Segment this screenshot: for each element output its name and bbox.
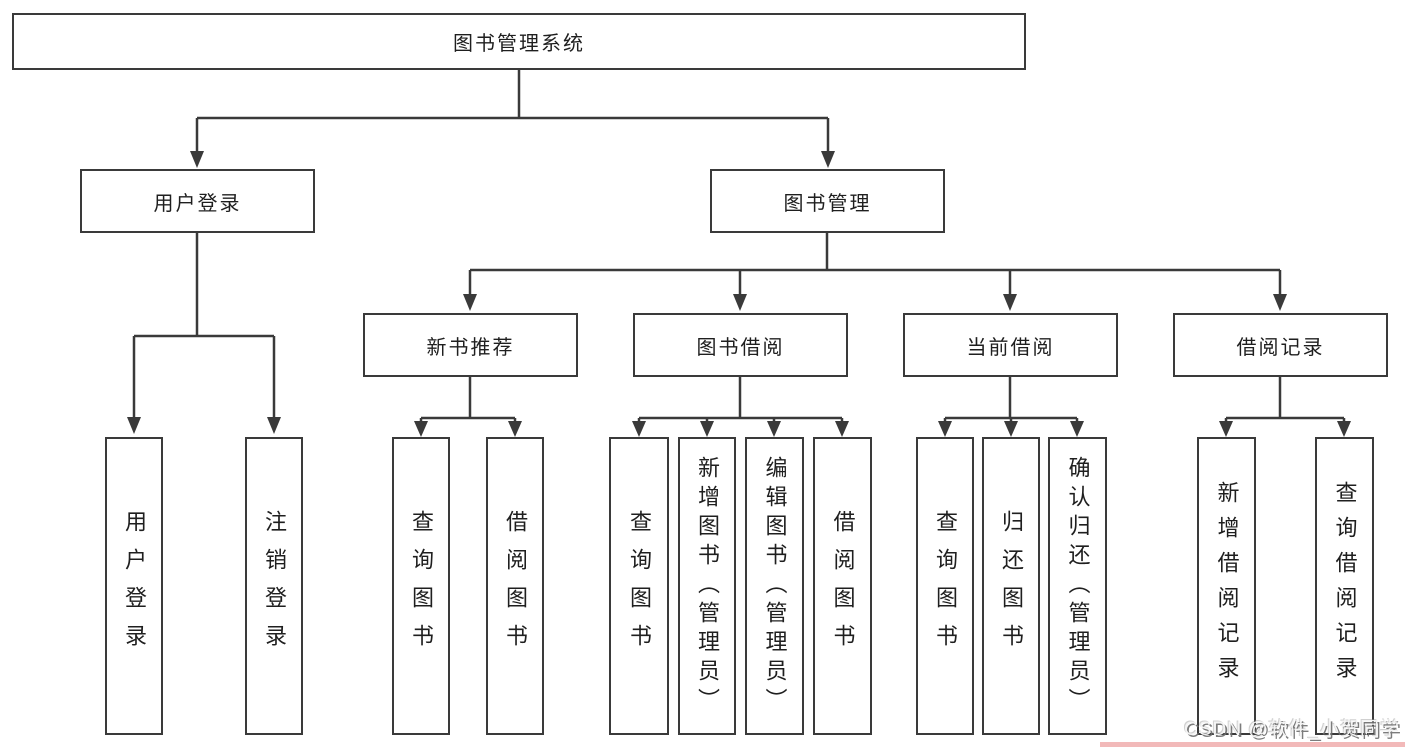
leaf-return-books: 归还图书 [982,437,1040,735]
arrowhead-mgmt [821,151,835,168]
arrowhead-login [190,151,204,168]
node-borrow-records: 借阅记录 [1173,313,1388,377]
leaf-borrow-books: 借阅图书 [813,437,872,735]
leaf-add-borrow-record: 新增借阅记录 [1197,437,1256,735]
node-current-borrow: 当前借阅 [903,313,1118,377]
leaf-logout: 注销登录 [245,437,303,735]
leaf-add-book-admin: 新增图书（管理员） [678,437,736,735]
node-book-management: 图书管理 [710,169,945,233]
node-new-book-recommend: 新书推荐 [363,313,578,377]
leaf-query-borrow-record: 查询借阅记录 [1315,437,1374,735]
node-user-login: 用户登录 [80,169,315,233]
node-root: 图书管理系统 [12,13,1026,70]
watermark-text: CSDN @软件_小贺同学 [1184,719,1400,740]
leaf-confirm-return-admin: 确认归还（管理员） [1048,437,1107,735]
leaf-user-login: 用户登录 [105,437,163,735]
leaf-query-books-borrow: 查询图书 [609,437,669,735]
node-book-borrow: 图书借阅 [633,313,848,377]
leaf-query-books-current: 查询图书 [916,437,974,735]
leaf-edit-book-admin: 编辑图书（管理员） [745,437,804,735]
leaf-borrow-books-recommend: 借阅图书 [486,437,544,735]
leaf-query-books-recommend: 查询图书 [392,437,450,735]
watermark-bar [1100,742,1405,747]
